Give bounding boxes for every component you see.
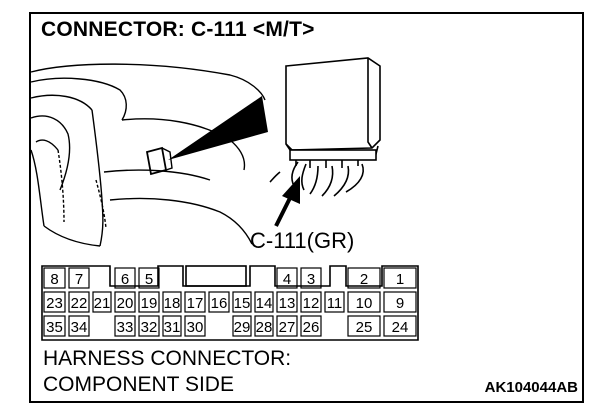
pin-number: 22 (71, 295, 88, 312)
pin-number: 15 (234, 295, 251, 312)
pin-cell (43, 315, 66, 337)
pin-cell (300, 267, 322, 289)
pin-number: 7 (75, 271, 83, 288)
pin-cell (162, 291, 182, 313)
figure-code: AK104044AB (484, 379, 578, 396)
pin-cell (114, 315, 136, 337)
pin-cell (347, 315, 381, 337)
pin-cell (114, 291, 136, 313)
pin-number: 18 (164, 295, 181, 312)
zoom-wedge (168, 96, 268, 160)
pin-number: 20 (117, 295, 134, 312)
pin-number: 27 (279, 319, 296, 336)
pin-number: 11 (327, 295, 343, 312)
pin-cell (324, 291, 345, 313)
pin-number: 28 (256, 319, 273, 336)
pin-number: 5 (145, 271, 153, 288)
pin-cell (300, 291, 322, 313)
pin-number: 9 (396, 295, 404, 312)
pin-number: 14 (256, 295, 273, 312)
pin-number: 26 (303, 319, 320, 336)
pin-cell (254, 291, 274, 313)
pin-cell (232, 315, 252, 337)
pin-cell (383, 267, 417, 289)
pin-number: 8 (50, 271, 58, 288)
caption-line-2: COMPONENT SIDE (43, 373, 234, 396)
pin-cell (276, 267, 298, 289)
pin-number: 16 (211, 295, 228, 312)
pin-cell (232, 291, 252, 313)
pin-number: 31 (164, 319, 181, 336)
diagram-frame (29, 12, 584, 403)
pin-number: 10 (356, 295, 373, 312)
pin-cell (383, 315, 417, 337)
pin-cell (68, 315, 90, 337)
pin-cell (184, 315, 206, 337)
dashboard-illustration (30, 63, 266, 247)
pin-cell (184, 291, 206, 313)
pin-cell (138, 267, 160, 289)
diagram-title: CONNECTOR: C-111 <M/T> (41, 18, 315, 41)
pin-cell (43, 267, 66, 289)
pin-number: 19 (141, 295, 158, 312)
pin-cell (347, 267, 381, 289)
connector-face (41, 265, 419, 341)
pin-cell (114, 267, 136, 289)
connector-callout-label: C-111(GR) (250, 228, 355, 253)
pin-number: 17 (187, 295, 204, 312)
pin-cell (276, 291, 298, 313)
pin-number: 32 (141, 319, 158, 336)
pin-number: 34 (71, 319, 88, 336)
pin-cell (138, 315, 160, 337)
pin-cell (92, 291, 112, 313)
pin-cell (43, 291, 66, 313)
ecu-module-illustration (269, 57, 381, 197)
pin-cell (162, 315, 182, 337)
pin-number: 35 (46, 319, 63, 336)
pin-number: 29 (234, 319, 251, 336)
pin-cell (208, 291, 230, 313)
pin-number: 33 (117, 319, 134, 336)
pin-number: 13 (279, 295, 296, 312)
pin-cell (347, 291, 381, 313)
pin-cell (300, 315, 322, 337)
pointer-arrow-icon (274, 176, 300, 227)
pin-number: 24 (392, 319, 409, 336)
pin-number: 3 (307, 271, 315, 288)
pin-number: 1 (396, 271, 404, 288)
pin-cell (276, 315, 298, 337)
pin-cell (383, 291, 417, 313)
pin-number: 23 (46, 295, 63, 312)
pin-cell (254, 315, 274, 337)
pin-number: 25 (356, 319, 373, 336)
pin-cell (68, 291, 90, 313)
pin-number: 6 (121, 271, 129, 288)
pin-number: 30 (187, 319, 204, 336)
pin-cell (138, 291, 160, 313)
pin-number: 12 (303, 295, 320, 312)
pin-cell (68, 267, 90, 289)
pin-number: 2 (360, 271, 368, 288)
pin-number: 21 (94, 295, 111, 312)
caption-line-1: HARNESS CONNECTOR: (43, 347, 292, 370)
pin-number: 4 (283, 271, 291, 288)
